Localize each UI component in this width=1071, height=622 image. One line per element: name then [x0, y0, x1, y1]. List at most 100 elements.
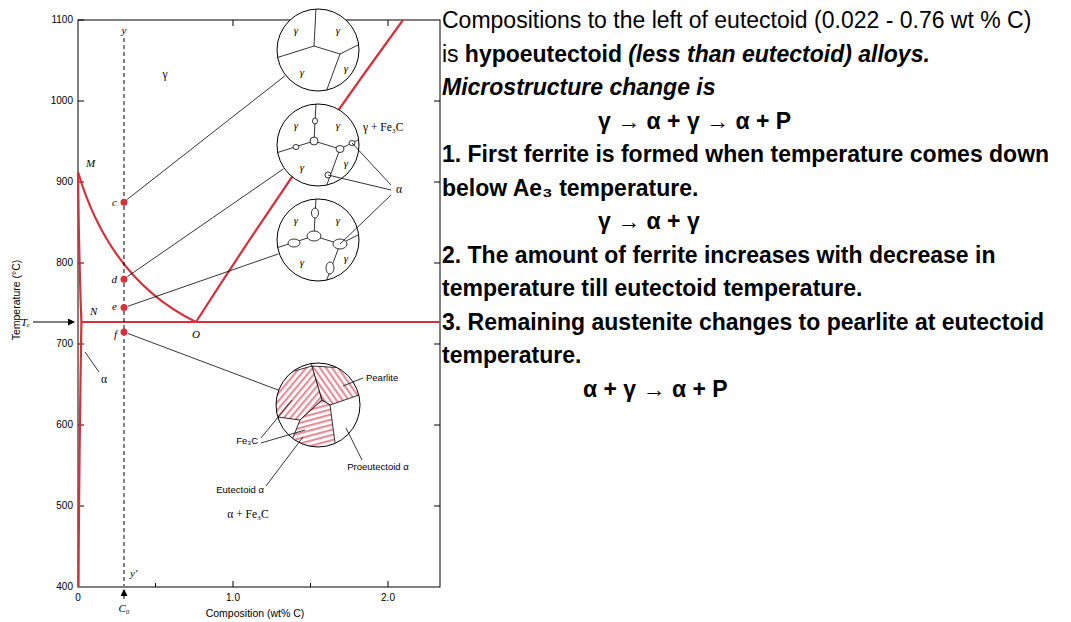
x-tick [310, 583, 311, 587]
ferrite-grain [312, 208, 319, 218]
tick-label: 700 [56, 339, 73, 349]
tick-label: 500 [56, 501, 73, 511]
circle-border [277, 9, 359, 91]
y-tick [434, 425, 440, 426]
y-tick [434, 101, 440, 102]
text-run: γ → α + γ → α + P [598, 108, 791, 134]
reaction-formula: α + γ → α + P [583, 373, 1066, 407]
phase-symbol: γ [294, 120, 298, 131]
phase-symbol: γ [300, 257, 304, 268]
reaction-formula: γ → α + γ → α + P [598, 105, 1066, 139]
microstructure-circle: γγγγ [276, 103, 360, 187]
x-tick [233, 581, 234, 587]
solvus-line [79, 322, 82, 587]
axis-title: Composition (wt% C) [206, 608, 305, 619]
phase-symbol: γ [336, 215, 340, 226]
point-label: O [192, 329, 200, 340]
circle-outline [276, 103, 360, 187]
composition-line [124, 38, 125, 586]
y-tick [434, 263, 440, 264]
circle-outline [276, 198, 360, 282]
text-run: 2. The amount of ferrite increases with … [442, 242, 995, 302]
leader-line [346, 428, 362, 460]
leader-line [266, 437, 303, 486]
leader-line [352, 143, 391, 185]
a3-line [78, 172, 196, 322]
grain-structure [276, 8, 360, 92]
microstructure-circle: γγγγ [276, 8, 360, 92]
tick-label: 0 [75, 593, 81, 603]
state-point [121, 304, 128, 311]
tick-label: 2.0 [381, 593, 395, 603]
x-tick [388, 581, 389, 587]
callout-label: Fe₃C [236, 436, 258, 446]
leader-line [261, 430, 305, 443]
point-label: f [114, 329, 117, 340]
circle-ground [277, 104, 359, 186]
phase-label: γ [162, 69, 167, 81]
ferrite-grain [307, 231, 321, 241]
y-tick [78, 20, 84, 21]
state-point [121, 276, 128, 283]
point-label: y [122, 25, 127, 36]
callout-label: α [396, 184, 402, 196]
text-run: α + γ → α + P [583, 376, 728, 402]
text-run: 1. First ferrite is formed when temperat… [442, 141, 1049, 201]
phase-symbol: γ [300, 162, 304, 173]
circle-ground [277, 9, 359, 91]
eutectoid-arrow [33, 322, 74, 323]
ferrite-grain [288, 239, 300, 247]
tick-label: 600 [56, 420, 73, 430]
callout-label: Eutectoid α [216, 485, 264, 495]
tick-label: 1.0 [226, 593, 240, 603]
point-label: c [112, 197, 117, 208]
plot-frame [78, 20, 440, 587]
tick-label: 800 [56, 258, 73, 268]
x-tick [233, 20, 234, 26]
y-tick [434, 506, 440, 507]
explanation-panel: Compositions to the left of eutectoid (0… [442, 4, 1066, 406]
phase-label: γ + Fe₃C [363, 122, 404, 134]
x-tick [388, 20, 389, 26]
circle-border [277, 199, 359, 281]
circle-outline [276, 8, 360, 92]
phase-symbol: γ [300, 67, 304, 78]
point-label: d [112, 274, 118, 285]
composition-label: C₀ [118, 603, 129, 614]
leader-lines [127, 76, 391, 390]
ferrite-grain [310, 137, 318, 145]
tick-label: 400 [56, 582, 73, 592]
circle-border [277, 104, 359, 186]
reaction-formula: γ → α + γ [598, 205, 1066, 239]
step-text: 1. First ferrite is formed when temperat… [442, 138, 1066, 205]
temperature-label: Tₑ [21, 317, 30, 328]
leader-line [261, 400, 292, 438]
phase-label: α [101, 374, 107, 386]
point-label: y′ [130, 568, 137, 579]
callout-label: Pearlite [366, 373, 398, 383]
leader-line [340, 198, 360, 244]
microstructure-circle: γγγγ [276, 198, 360, 282]
pearlite-colony [312, 366, 362, 405]
state-point [121, 199, 128, 206]
pearlite-colony [288, 400, 336, 450]
phase-symbol: γ [344, 158, 348, 169]
composition-arrow [124, 590, 125, 599]
point-label: M [86, 158, 95, 169]
note-text: Compositions to the left of eutectoid (0… [442, 4, 1066, 105]
phase-boundaries [78, 20, 440, 587]
y-tick [434, 344, 440, 345]
tick-label: 1000 [51, 96, 73, 106]
state-points [121, 199, 128, 336]
y-tick [434, 182, 440, 183]
circle-ground [277, 199, 359, 281]
leader-line [128, 254, 279, 306]
ferrite-boundary [78, 172, 81, 322]
x-tick [155, 583, 156, 587]
ferrite-grain [293, 145, 299, 150]
phase-symbol: γ [294, 25, 298, 36]
point-label: e [112, 301, 117, 312]
text-run: hypoeutectoid [465, 41, 622, 67]
leader-line [328, 175, 391, 190]
